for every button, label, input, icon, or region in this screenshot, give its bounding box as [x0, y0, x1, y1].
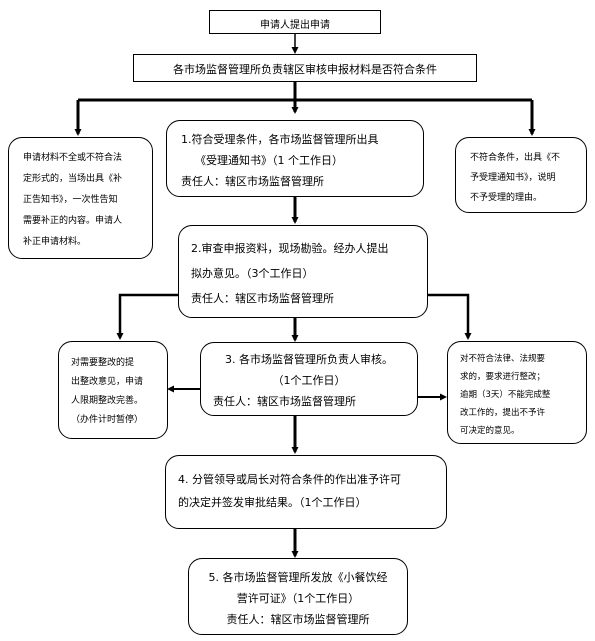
- arrow-step2-to-noncompliant-note: [428, 293, 472, 340]
- step5-line-2: 营许可证》（1个工作日）: [236, 592, 360, 605]
- note-incomplete-materials: 申请材料不全或不符合法 定形式的，当场出具《补 正告知书》，一次性告知 需要补正…: [8, 137, 153, 259]
- note-reject-line-3: 不予受理的理由。: [470, 193, 543, 203]
- step1-line-1: 1.符合受理条件，各市场监督管理所出具: [181, 133, 379, 146]
- step2-responsible: 责任人：辖区市场监督管理所: [191, 292, 334, 305]
- note-noncompliant-line-1: 对不符合法律、法规要: [460, 354, 546, 364]
- step3-responsible: 责任人：辖区市场监督管理所: [213, 395, 356, 408]
- note-noncompliant: 对不符合法律、法规要 求的，要求进行整改； 逾期（3天）不能完成整 改工作的，提…: [447, 341, 587, 444]
- note-incomplete-line-4: 需要补正的内容。申请人: [23, 216, 123, 226]
- step3-box: 3. 各市场监督管理所负责人审核。 （1个工作日） 责任人：辖区市场监督管理所: [200, 342, 418, 416]
- step5-box: 5. 各市场监督管理所发放《小餐饮经 营许可证》（1个工作日） 责任人：辖区市场…: [188, 558, 408, 635]
- note-incomplete-line-5: 补正申请材料。: [23, 237, 87, 247]
- step-apply-box: 申请人提出申请: [209, 10, 381, 34]
- step1-responsible: 责任人：辖区市场监督管理所: [181, 175, 324, 188]
- note-rectify-line-2: 出整改意见，申请: [71, 377, 144, 387]
- note-reject: 不符合条件，出具《不 予受理通知书》，说明 不予受理的理由。: [455, 137, 587, 213]
- note-noncompliant-line-5: 可决定的意见。: [460, 426, 520, 436]
- note-noncompliant-line-3: 逾期（3天）不能完成整: [460, 390, 551, 400]
- step5-line-1: 5. 各市场监督管理所发放《小餐饮经: [208, 571, 388, 584]
- step4-box: 4. 分管领导或局长对符合条件的作出准予许可 的决定并签发审批结果。（1个工作日…: [165, 455, 447, 529]
- note-reject-line-2: 予受理通知书》，说明: [470, 173, 556, 183]
- step1-box: 1.符合受理条件，各市场监督管理所出具 《受理通知书》（1 个工作日） 责任人：…: [166, 120, 424, 197]
- note-rectify-line-4: （办件计时暂停）: [71, 415, 144, 425]
- note-noncompliant-line-2: 求的，要求进行整改；: [460, 372, 546, 382]
- step-apply-label: 申请人提出申请: [260, 20, 330, 31]
- note-reject-line-1: 不符合条件，出具《不: [470, 153, 561, 163]
- step5-responsible: 责任人：辖区市场监督管理所: [226, 613, 370, 626]
- step4-line-1: 4. 分管领导或局长对符合条件的作出准予许可: [178, 473, 401, 486]
- step-review-label: 各市场监督管理所负责辖区审核申报材料是否符合条件: [173, 63, 437, 76]
- note-rectify-line-1: 对需要整改的提: [71, 358, 135, 368]
- arrow-step2-to-rectify-note: [116, 293, 180, 340]
- note-incomplete-line-3: 正告知书》，一次性告知: [23, 195, 118, 205]
- step2-box: 2.审查申报资料，现场勘验。经办人提出 拟办意见。（3个工作日） 责任人：辖区市…: [178, 225, 428, 318]
- step3-line-2: （1个工作日）: [272, 374, 346, 387]
- note-incomplete-line-2: 定形式的，当场出具《补: [23, 174, 123, 184]
- note-rectify-line-3: 人限期整改完善。: [71, 396, 144, 406]
- step4-line-2: 的决定并签发审批结果。（1个工作日）: [178, 496, 367, 509]
- note-incomplete-line-1: 申请材料不全或不符合法: [23, 153, 123, 163]
- note-rectify: 对需要整改的提 出整改意见，申请 人限期整改完善。 （办件计时暂停）: [58, 341, 168, 439]
- step1-line-2: 《受理通知书》（1 个工作日）: [195, 154, 343, 167]
- step2-line-1: 2.审查申报资料，现场勘验。经办人提出: [191, 242, 389, 255]
- note-noncompliant-line-4: 改工作的，提出不予许: [460, 408, 546, 418]
- step2-line-2: 拟办意见。（3个工作日）: [191, 267, 314, 280]
- step3-line-1: 3. 各市场监督管理所负责人审核。: [225, 353, 393, 366]
- step-review-box: 各市场监督管理所负责辖区审核申报材料是否符合条件: [133, 54, 477, 82]
